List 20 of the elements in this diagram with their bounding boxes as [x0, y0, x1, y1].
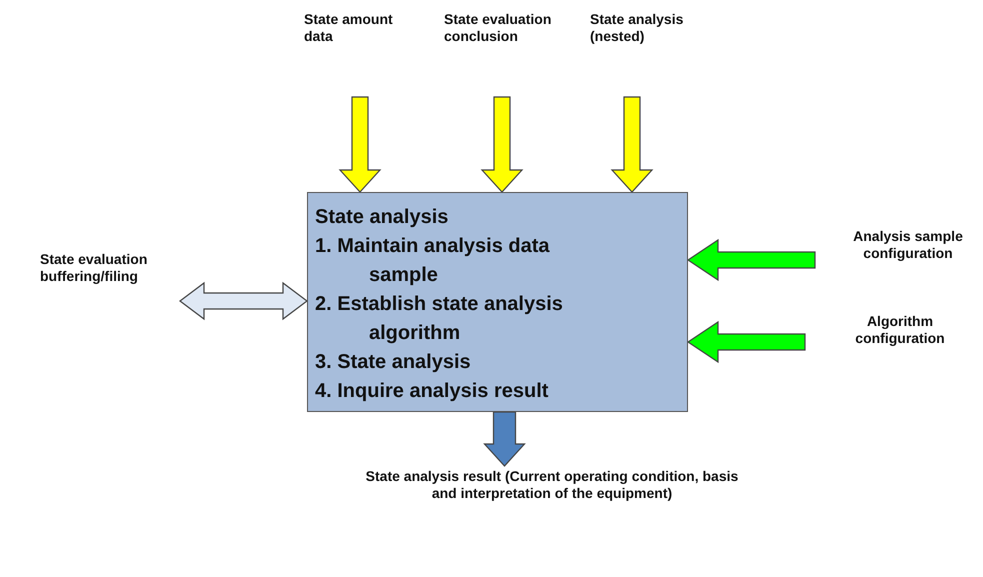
arrow-label: State amount data [304, 11, 394, 45]
block-arrow [686, 238, 816, 282]
list-item: 4. Inquire analysis result [315, 379, 550, 404]
list-item: 2. Establish state analysis algorithm [315, 292, 564, 346]
double-arrow [179, 282, 308, 320]
block-arrow [483, 411, 526, 467]
list-item: 1. Maintain analysis data sample [315, 234, 551, 288]
arrow-label: Analysis sample configuration [852, 228, 964, 262]
list-item: 3. State analysis [315, 350, 472, 375]
block-arrow [610, 96, 654, 193]
box-heading: State analysis [315, 205, 448, 230]
arrow-label: State analysis result (Current operating condition, basis and interpretation of the equipment) [364, 468, 740, 502]
block-arrow [686, 320, 806, 364]
arrow-label: State evaluation conclusion [444, 11, 552, 45]
process-box [307, 192, 688, 412]
block-arrow [338, 96, 382, 193]
arrow-label: Algorithm configuration [854, 313, 946, 347]
arrow-label: State evaluation buffering/filing [40, 251, 148, 285]
block-arrow [480, 96, 524, 193]
arrow-label: State analysis (nested) [590, 11, 684, 45]
